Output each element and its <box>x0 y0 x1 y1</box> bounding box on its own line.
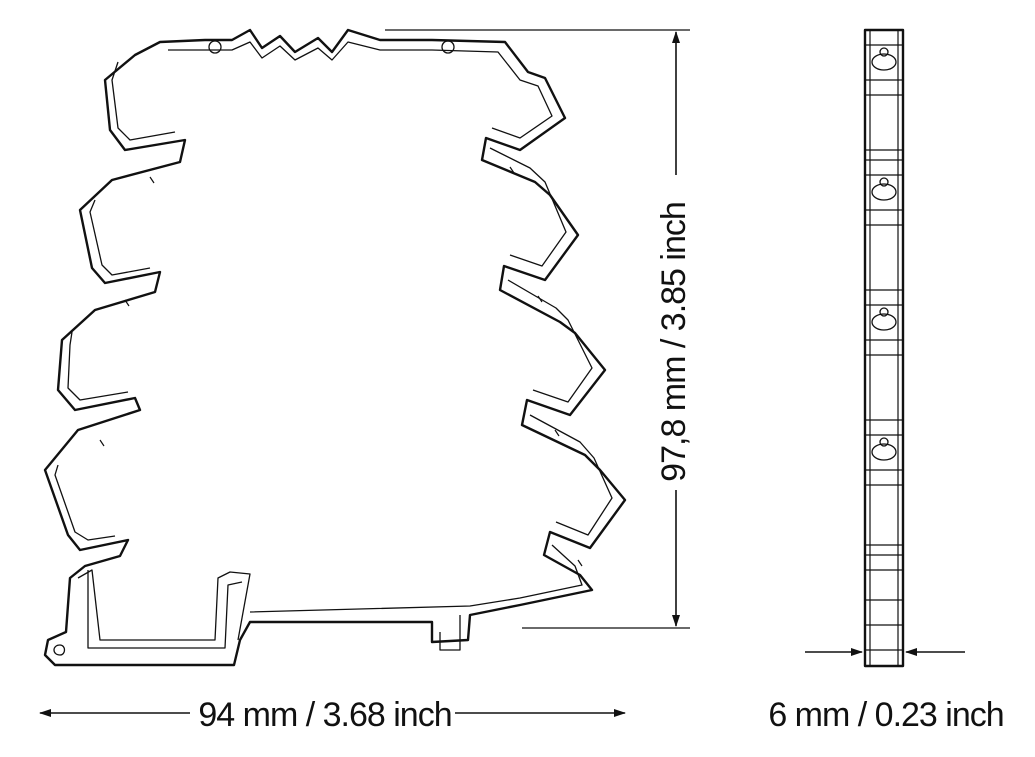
height-label: 97,8 mm / 3.85 inch <box>655 202 693 482</box>
depth-label: 6 mm / 0.23 inch <box>768 696 1003 734</box>
terminal-block-3 <box>864 304 904 341</box>
screw-hole-right <box>441 40 455 54</box>
din-rail-foot <box>53 570 461 656</box>
terminal-block-4 <box>864 434 904 471</box>
depth-dimension: 6 mm / 0.23 inch <box>768 648 1005 734</box>
screw-hole-left <box>208 40 222 54</box>
housing-outline <box>43 28 627 667</box>
housing-side-view <box>863 28 905 668</box>
height-dimension: 97,8 mm / 3.85 inch <box>385 29 693 629</box>
width-label: 94 mm / 3.68 inch <box>198 696 451 734</box>
side-view-outline <box>863 28 905 668</box>
housing-front-view <box>43 28 627 667</box>
housing-notches <box>99 166 583 567</box>
terminal-block-1 <box>864 44 904 81</box>
side-view-segments <box>865 94 903 651</box>
width-dimension: 94 mm / 3.68 inch <box>39 696 626 734</box>
terminal-block-2 <box>864 174 904 211</box>
housing-inner-contour <box>54 41 613 641</box>
